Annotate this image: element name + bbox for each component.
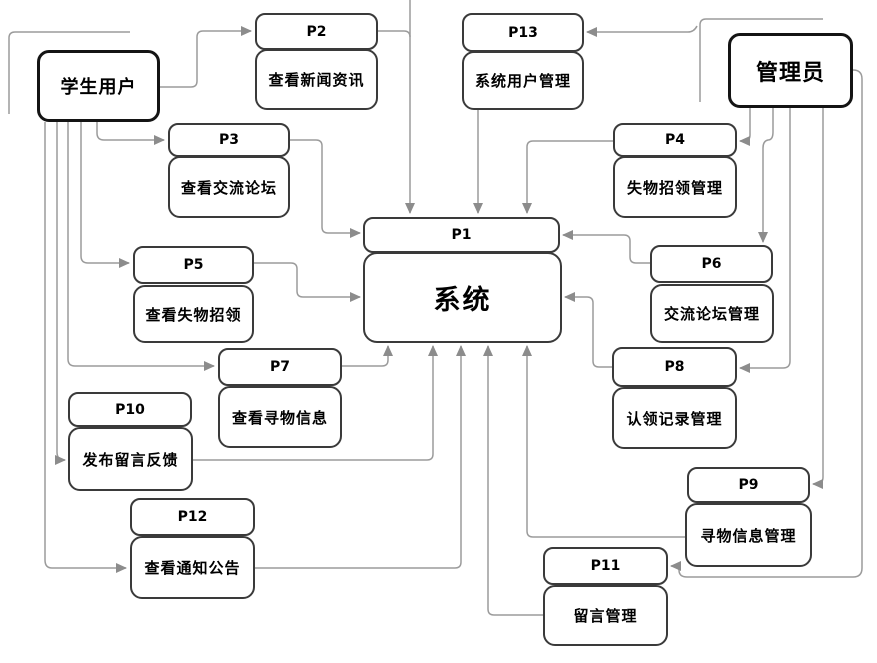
entity-student: 学生用户 bbox=[37, 50, 160, 122]
process-p7-body: 查看寻物信息 bbox=[218, 386, 342, 448]
process-p7-label: 查看寻物信息 bbox=[231, 408, 328, 427]
process-p4-id-label: P4 bbox=[664, 132, 685, 148]
process-p7-id: P7 bbox=[218, 348, 342, 386]
process-p13-body: 系统用户管理 bbox=[462, 51, 584, 110]
process-p11-id-label: P11 bbox=[590, 558, 621, 574]
process-p1-id-label: P1 bbox=[451, 227, 472, 243]
process-p10-id-label: P10 bbox=[115, 401, 145, 418]
edge-student-p12 bbox=[44, 122, 127, 573]
process-p1-label: 系统 bbox=[433, 285, 492, 316]
edge-p6-p1 bbox=[562, 230, 650, 264]
process-p8-label: 认领记录管理 bbox=[626, 409, 723, 428]
entity-student-label: 学生用户 bbox=[60, 77, 137, 98]
edge-student-p10 bbox=[55, 122, 66, 465]
process-p2-id: P2 bbox=[255, 13, 378, 50]
process-p9-id: P9 bbox=[687, 467, 810, 503]
process-p12-body: 查看通知公告 bbox=[130, 536, 255, 599]
process-p10-id: P10 bbox=[68, 392, 192, 427]
edge-p10-p1 bbox=[193, 345, 438, 461]
process-p13-id-label: P13 bbox=[508, 24, 538, 41]
process-p5-id-label: P5 bbox=[183, 257, 204, 273]
edge-admin-p13 bbox=[586, 25, 698, 37]
edge-admin-p6 bbox=[758, 108, 774, 243]
process-p2-id-label: P2 bbox=[306, 23, 327, 40]
process-p6-id: P6 bbox=[650, 245, 773, 283]
process-p8-id-label: P8 bbox=[664, 359, 685, 375]
process-p10-label: 发布留言反馈 bbox=[82, 450, 179, 469]
process-p3-label: 查看交流论坛 bbox=[180, 178, 277, 197]
process-p9-id-label: P9 bbox=[738, 477, 759, 493]
process-p3-id-label: P3 bbox=[218, 132, 239, 148]
process-p13-label: 系统用户管理 bbox=[474, 72, 571, 90]
edge-admin-p8 bbox=[739, 108, 791, 373]
edge-admin-p11 bbox=[670, 69, 863, 578]
process-p4-body: 失物招领管理 bbox=[613, 156, 737, 218]
edge-stub-left bbox=[8, 31, 130, 114]
process-p1-body: 系统 bbox=[363, 252, 562, 343]
process-p6-label: 交流论坛管理 bbox=[663, 305, 760, 323]
process-p1-id: P1 bbox=[363, 217, 560, 253]
edge-p5-p1 bbox=[254, 262, 361, 302]
edge-p8-p1 bbox=[564, 292, 612, 368]
edge-p7-p1 bbox=[342, 345, 393, 367]
process-p3-id: P3 bbox=[168, 123, 290, 157]
process-p9-body: 寻物信息管理 bbox=[685, 503, 812, 567]
process-p10-body: 发布留言反馈 bbox=[68, 427, 193, 491]
edge-student-p2 bbox=[160, 26, 252, 88]
process-p6-id-label: P6 bbox=[701, 256, 722, 272]
edge-p12-p1 bbox=[255, 345, 466, 569]
process-p9-label: 寻物信息管理 bbox=[700, 526, 797, 545]
edge-p9-p1 bbox=[522, 345, 685, 538]
entity-admin: 管理员 bbox=[728, 33, 853, 108]
process-p3-body: 查看交流论坛 bbox=[168, 156, 290, 218]
process-p11-label: 留言管理 bbox=[573, 607, 638, 625]
process-p11-body: 留言管理 bbox=[543, 585, 668, 646]
process-p4-id: P4 bbox=[613, 123, 737, 157]
process-p7-id-label: P7 bbox=[269, 359, 290, 375]
edge-student-p3 bbox=[96, 122, 165, 145]
edge-p3-p1 bbox=[290, 139, 361, 238]
process-p12-id: P12 bbox=[130, 498, 255, 536]
edge-student-p5 bbox=[80, 122, 130, 268]
edge-p4-p1 bbox=[522, 140, 613, 214]
edge-stub-admin-top bbox=[699, 18, 823, 102]
process-p8-id: P8 bbox=[612, 347, 737, 387]
process-p6-body: 交流论坛管理 bbox=[650, 284, 774, 343]
process-p5-body: 查看失物招领 bbox=[133, 285, 254, 343]
edge-admin-p9 bbox=[812, 108, 824, 489]
process-p5-id: P5 bbox=[133, 246, 254, 284]
process-p8-body: 认领记录管理 bbox=[612, 387, 737, 449]
process-p2-body: 查看新闻资讯 bbox=[255, 49, 378, 110]
process-p4-label: 失物招领管理 bbox=[626, 178, 723, 197]
process-p12-label: 查看通知公告 bbox=[144, 559, 241, 577]
edge-student-p7 bbox=[67, 122, 215, 371]
process-p12-id-label: P12 bbox=[177, 509, 208, 525]
process-p5-label: 查看失物招领 bbox=[145, 305, 242, 324]
process-p2-label: 查看新闻资讯 bbox=[268, 71, 365, 89]
entity-admin-label: 管理员 bbox=[755, 60, 825, 86]
process-p13-id: P13 bbox=[462, 13, 584, 52]
edge-p11-p1 bbox=[483, 345, 543, 616]
edge-p2-p1-joiner bbox=[378, 30, 411, 38]
process-p11-id: P11 bbox=[543, 547, 668, 585]
edge-admin-p4 bbox=[739, 108, 751, 146]
